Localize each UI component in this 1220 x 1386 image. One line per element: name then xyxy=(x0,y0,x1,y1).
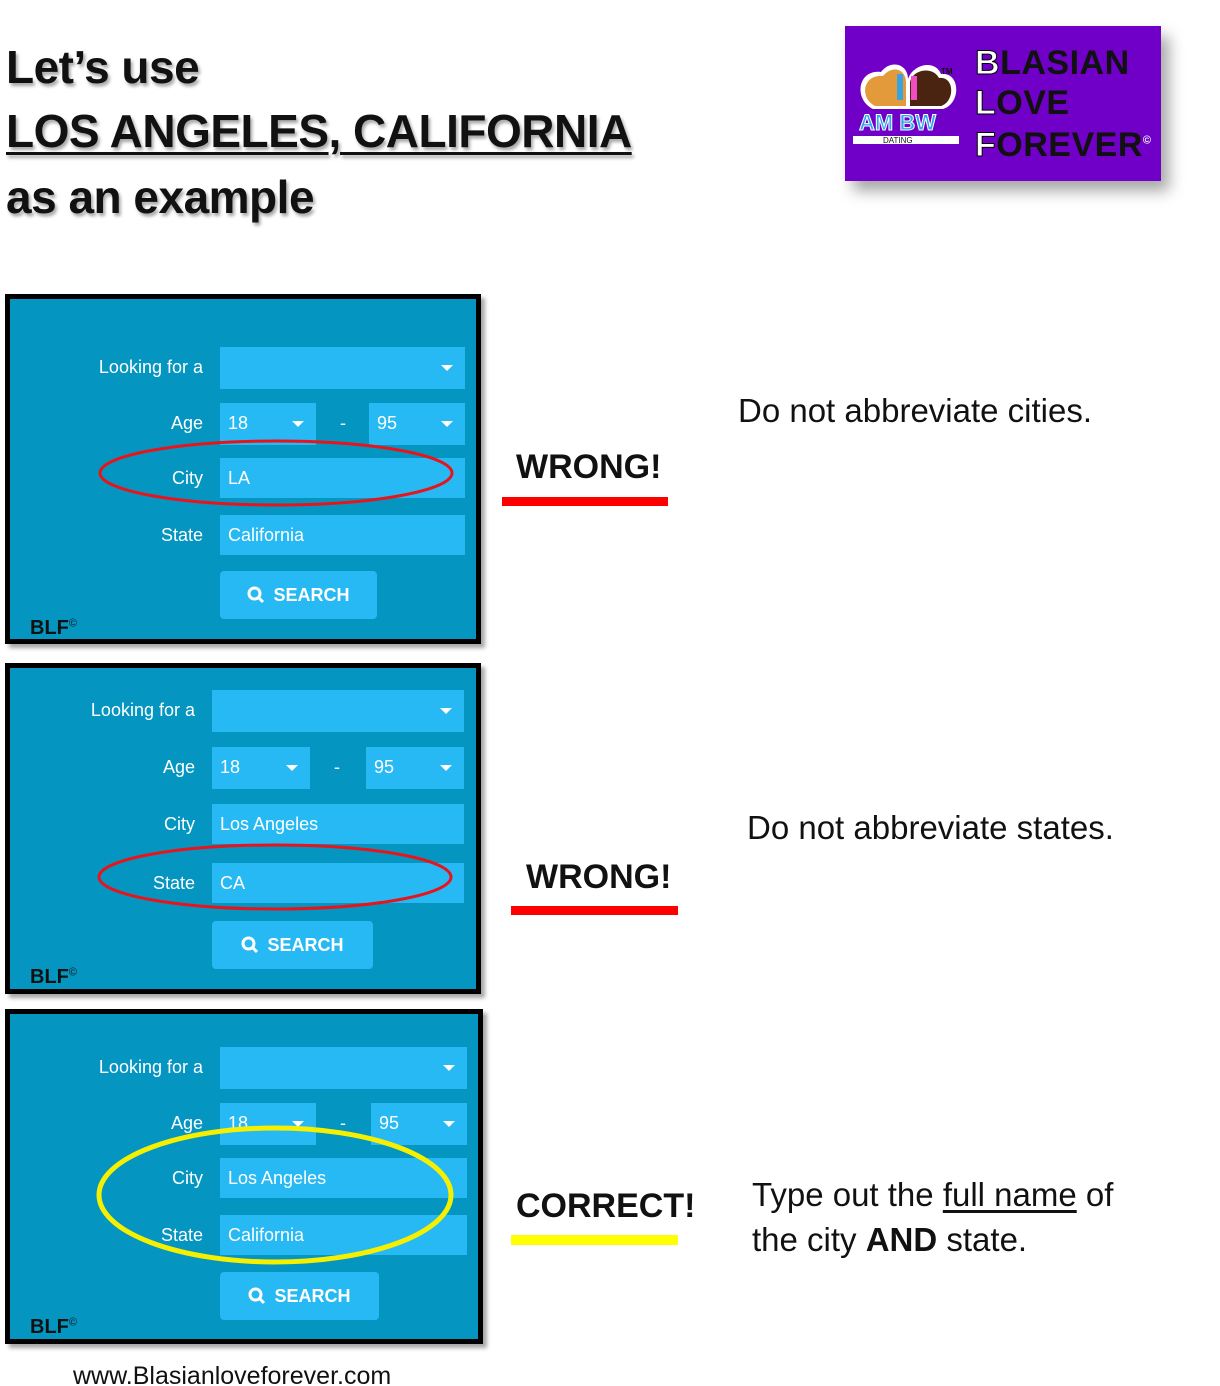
age-min-select[interactable]: 18 xyxy=(220,403,316,445)
state-label: State xyxy=(160,525,203,545)
ambw-heart-logo-icon: AM BW TM DATING xyxy=(853,64,959,145)
state-input[interactable]: CA xyxy=(212,863,464,903)
blf-watermark: BLF© xyxy=(30,1316,77,1338)
search-icon xyxy=(247,586,265,604)
state-input[interactable]: California xyxy=(220,1215,467,1255)
city-label: City xyxy=(172,468,203,488)
heading-line-3: as an example xyxy=(6,171,315,223)
city-input[interactable]: Los Angeles xyxy=(212,804,464,844)
age-max-select[interactable]: 95 xyxy=(371,1103,467,1145)
age-min-select[interactable]: 18 xyxy=(212,747,310,789)
verdict-underline xyxy=(511,1235,678,1245)
age-separator: - xyxy=(334,757,340,777)
verdict-wrong-state: WRONG! xyxy=(526,858,672,896)
logo-mark-text: AM BW xyxy=(859,110,936,135)
search-icon xyxy=(248,1287,266,1305)
age-label: Age xyxy=(170,1113,203,1133)
looking-for-label: Looking for a xyxy=(90,700,195,720)
age-min-select[interactable]: 18 xyxy=(220,1103,316,1145)
blf-watermark: BLF© xyxy=(30,966,77,988)
note-full-name: Type out the full name of xyxy=(752,1176,1114,1213)
chevron-down-icon xyxy=(286,765,298,771)
verdict-underline xyxy=(511,906,678,915)
looking-for-select[interactable] xyxy=(220,347,465,389)
search-button[interactable]: SEARCH xyxy=(220,1272,379,1320)
svg-text:DATING: DATING xyxy=(883,136,913,145)
city-input[interactable]: Los Angeles xyxy=(220,1158,467,1198)
age-max-select[interactable]: 95 xyxy=(369,403,465,445)
city-input[interactable]: LA xyxy=(220,458,465,498)
chevron-down-icon xyxy=(292,1121,304,1127)
chevron-down-icon xyxy=(443,1065,455,1071)
chevron-down-icon xyxy=(443,1121,455,1127)
note-states: Do not abbreviate states. xyxy=(747,809,1114,846)
looking-for-select[interactable] xyxy=(220,1047,467,1089)
state-label: State xyxy=(152,873,195,893)
blf-watermark: BLF© xyxy=(30,617,77,639)
age-separator: - xyxy=(340,413,346,433)
brand-line-2: LOVE xyxy=(974,84,1070,123)
chevron-down-icon xyxy=(440,708,452,714)
chevron-down-icon xyxy=(441,365,453,371)
search-button[interactable]: SEARCH xyxy=(220,571,377,619)
looking-for-label: Looking for a xyxy=(98,1057,203,1077)
verdict-underline xyxy=(502,497,668,506)
svg-text:TM: TM xyxy=(941,67,953,76)
looking-for-select[interactable] xyxy=(212,690,464,732)
verdict-correct: CORRECT! xyxy=(516,1187,696,1225)
chevron-down-icon xyxy=(440,765,452,771)
website-url[interactable]: www.Blasianloveforever.com xyxy=(73,1362,392,1386)
brand-line-1: BLASIAN xyxy=(974,44,1130,83)
note-city-and-state: the city AND state. xyxy=(752,1221,1028,1258)
heading-line-1: Let’s use xyxy=(6,41,200,93)
brand-logo: AM BW TM DATING BLASIAN LOVE FOREVER© xyxy=(845,26,1161,181)
looking-for-label: Looking for a xyxy=(98,357,203,377)
search-icon xyxy=(241,936,259,954)
city-label: City xyxy=(172,1168,203,1188)
age-max-select[interactable]: 95 xyxy=(366,747,464,789)
chevron-down-icon xyxy=(441,421,453,427)
verdict-wrong-city: WRONG! xyxy=(516,448,662,486)
age-label: Age xyxy=(170,413,203,433)
age-label: Age xyxy=(162,757,195,777)
state-input[interactable]: California xyxy=(220,515,465,555)
chevron-down-icon xyxy=(292,421,304,427)
state-label: State xyxy=(160,1225,203,1245)
heading-city: LOS ANGELES, CALIFORNIA xyxy=(6,105,632,157)
search-button[interactable]: SEARCH xyxy=(212,921,373,969)
brand-line-3: FOREVER© xyxy=(974,126,1152,165)
city-label: City xyxy=(164,814,195,834)
note-cities: Do not abbreviate cities. xyxy=(738,392,1093,429)
age-separator: - xyxy=(340,1113,346,1133)
